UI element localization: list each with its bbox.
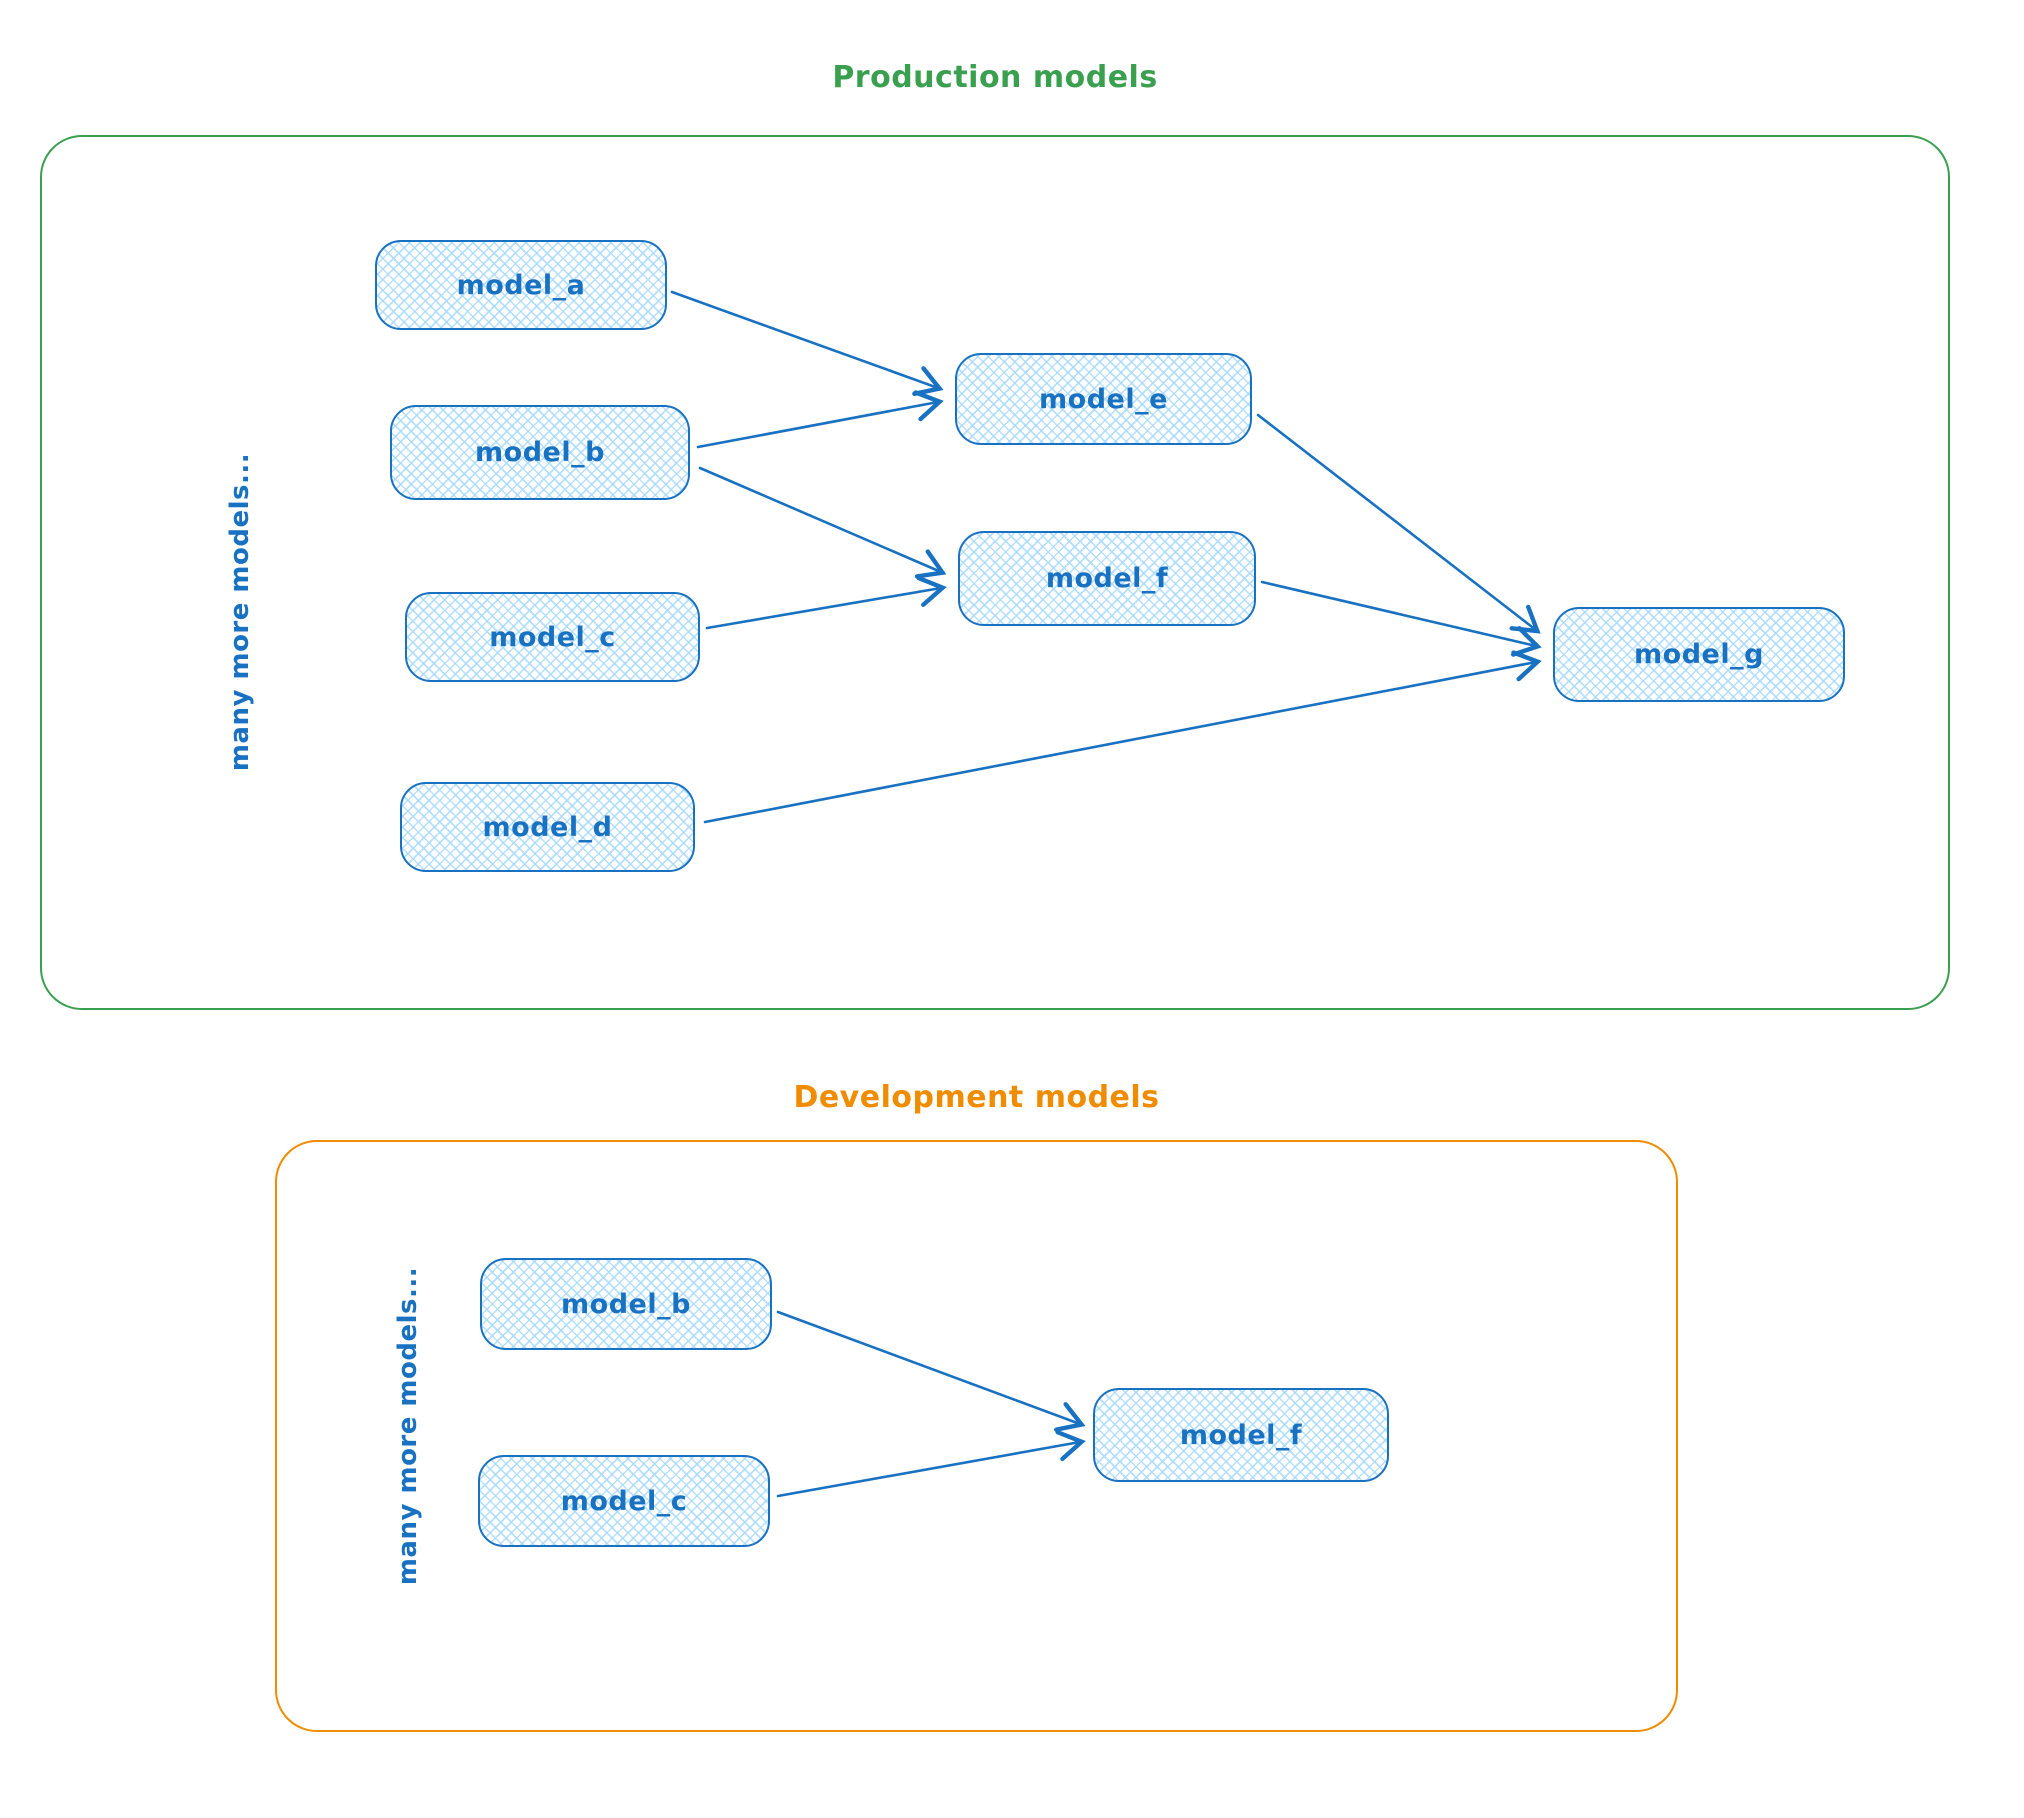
node-model-c: model_c — [405, 592, 700, 682]
dev-node-model-f: model_f — [1093, 1388, 1389, 1482]
node-model-e: model_e — [955, 353, 1252, 445]
node-model-f: model_f — [958, 531, 1256, 626]
production-section-title: Production models — [832, 60, 1158, 95]
node-model-d-label: model_d — [482, 811, 613, 843]
dev-node-model-c-label: model_c — [560, 1485, 688, 1517]
node-model-b: model_b — [390, 405, 690, 500]
node-model-d: model_d — [400, 782, 695, 872]
dev-node-model-b: model_b — [480, 1258, 772, 1350]
production-container — [40, 135, 1950, 1010]
node-model-a: model_a — [375, 240, 667, 330]
node-model-f-label: model_f — [1045, 563, 1169, 594]
development-container — [275, 1140, 1678, 1732]
production-side-label: many more models... — [225, 452, 255, 772]
dev-node-model-f-label: model_f — [1179, 1419, 1303, 1451]
development-section-title: Development models — [793, 1080, 1160, 1115]
node-model-a-label: model_a — [456, 269, 586, 301]
node-model-c-label: model_c — [489, 621, 616, 653]
node-model-b-label: model_b — [475, 437, 605, 468]
node-model-g-label: model_g — [1634, 639, 1764, 670]
development-side-label: many more models... — [393, 1266, 423, 1586]
node-model-e-label: model_e — [1039, 383, 1168, 415]
dev-node-model-b-label: model_b — [561, 1288, 691, 1320]
dev-node-model-c: model_c — [478, 1455, 770, 1547]
node-model-g: model_g — [1553, 607, 1845, 702]
